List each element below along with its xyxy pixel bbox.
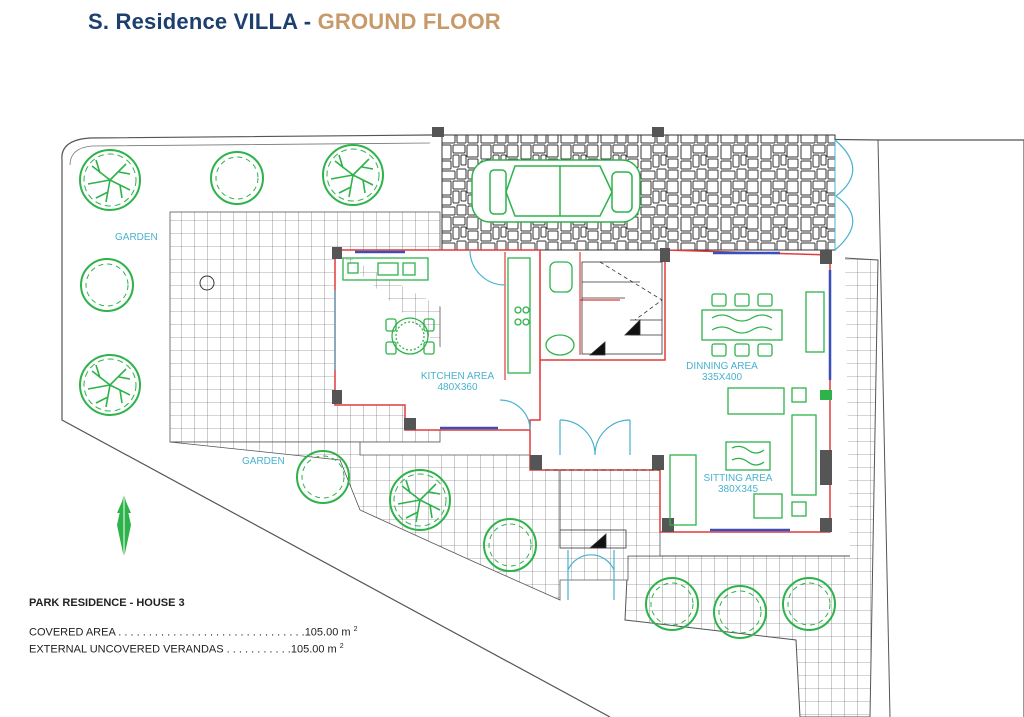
- kitchen-name: KITCHEN AREA: [420, 371, 495, 382]
- house-walls: [334, 249, 831, 533]
- site-boundary: [61, 134, 1024, 717]
- title-part1: S. Residence: [88, 9, 228, 34]
- dining-name: DINNING AREA: [686, 361, 758, 372]
- sitting-name: SITTING AREA: [703, 473, 773, 484]
- dining-size: 335X400: [701, 372, 743, 383]
- kitchen-counter: [342, 257, 531, 374]
- garden-label-top: GARDEN: [115, 232, 158, 243]
- title-part3: GROUND FLOOR: [317, 9, 501, 34]
- legend-value: 105.00 m: [304, 626, 351, 639]
- title-separator: -: [303, 9, 312, 34]
- tree-icon: [322, 144, 384, 206]
- tree-icon: [210, 151, 264, 205]
- sitting-size: 380X345: [717, 484, 759, 495]
- dining-label: DINNING AREA 335X400: [672, 361, 772, 383]
- terrace-south: [169, 441, 661, 601]
- area-legend: PARK RESIDENCE - HOUSE 3 COVERED AREA . …: [29, 597, 358, 656]
- tree-icon: [79, 149, 141, 211]
- windows: [355, 250, 832, 532]
- legend-value: 105.00 m: [290, 643, 337, 656]
- page-title: S. Residence VILLA - GROUND FLOOR: [88, 9, 501, 35]
- tree-icon: [79, 354, 141, 416]
- sitting-furniture: [669, 387, 817, 526]
- tree-icon: [296, 450, 350, 504]
- stairs: [581, 261, 663, 356]
- doors: [334, 249, 631, 600]
- garden-label-bottom: GARDEN: [242, 456, 285, 467]
- legend-dots: . . . . . . . . . . . . . . . . . . . . …: [115, 626, 305, 639]
- title-part2: VILLA: [233, 9, 298, 34]
- car-icon: [471, 159, 641, 223]
- legend-label: COVERED AREA: [29, 626, 116, 639]
- legend-unit: 2: [353, 626, 358, 633]
- legend-row-covered: COVERED AREA . . . . . . . . . . . . . .…: [29, 623, 358, 640]
- kitchen-size: 480X360: [437, 382, 478, 393]
- legend-row-verandas: EXTERNAL UNCOVERED VERANDAS . . . . . . …: [29, 640, 358, 657]
- wc: [545, 261, 575, 356]
- kitchen-table: [385, 317, 435, 355]
- tree-icon: [80, 258, 134, 312]
- sitting-label: SITTING AREA 380X345: [688, 473, 788, 495]
- kitchen-label: KITCHEN AREA 480X360: [410, 371, 505, 393]
- legend-label: EXTERNAL UNCOVERED VERANDAS: [29, 643, 224, 656]
- dining-table: [701, 291, 825, 357]
- legend-dots: . . . . . . . . . . .: [223, 643, 291, 656]
- legend-unit: 2: [339, 642, 344, 650]
- north-arrow-icon: [117, 493, 131, 558]
- legend-heading: PARK RESIDENCE - HOUSE 3: [29, 597, 185, 609]
